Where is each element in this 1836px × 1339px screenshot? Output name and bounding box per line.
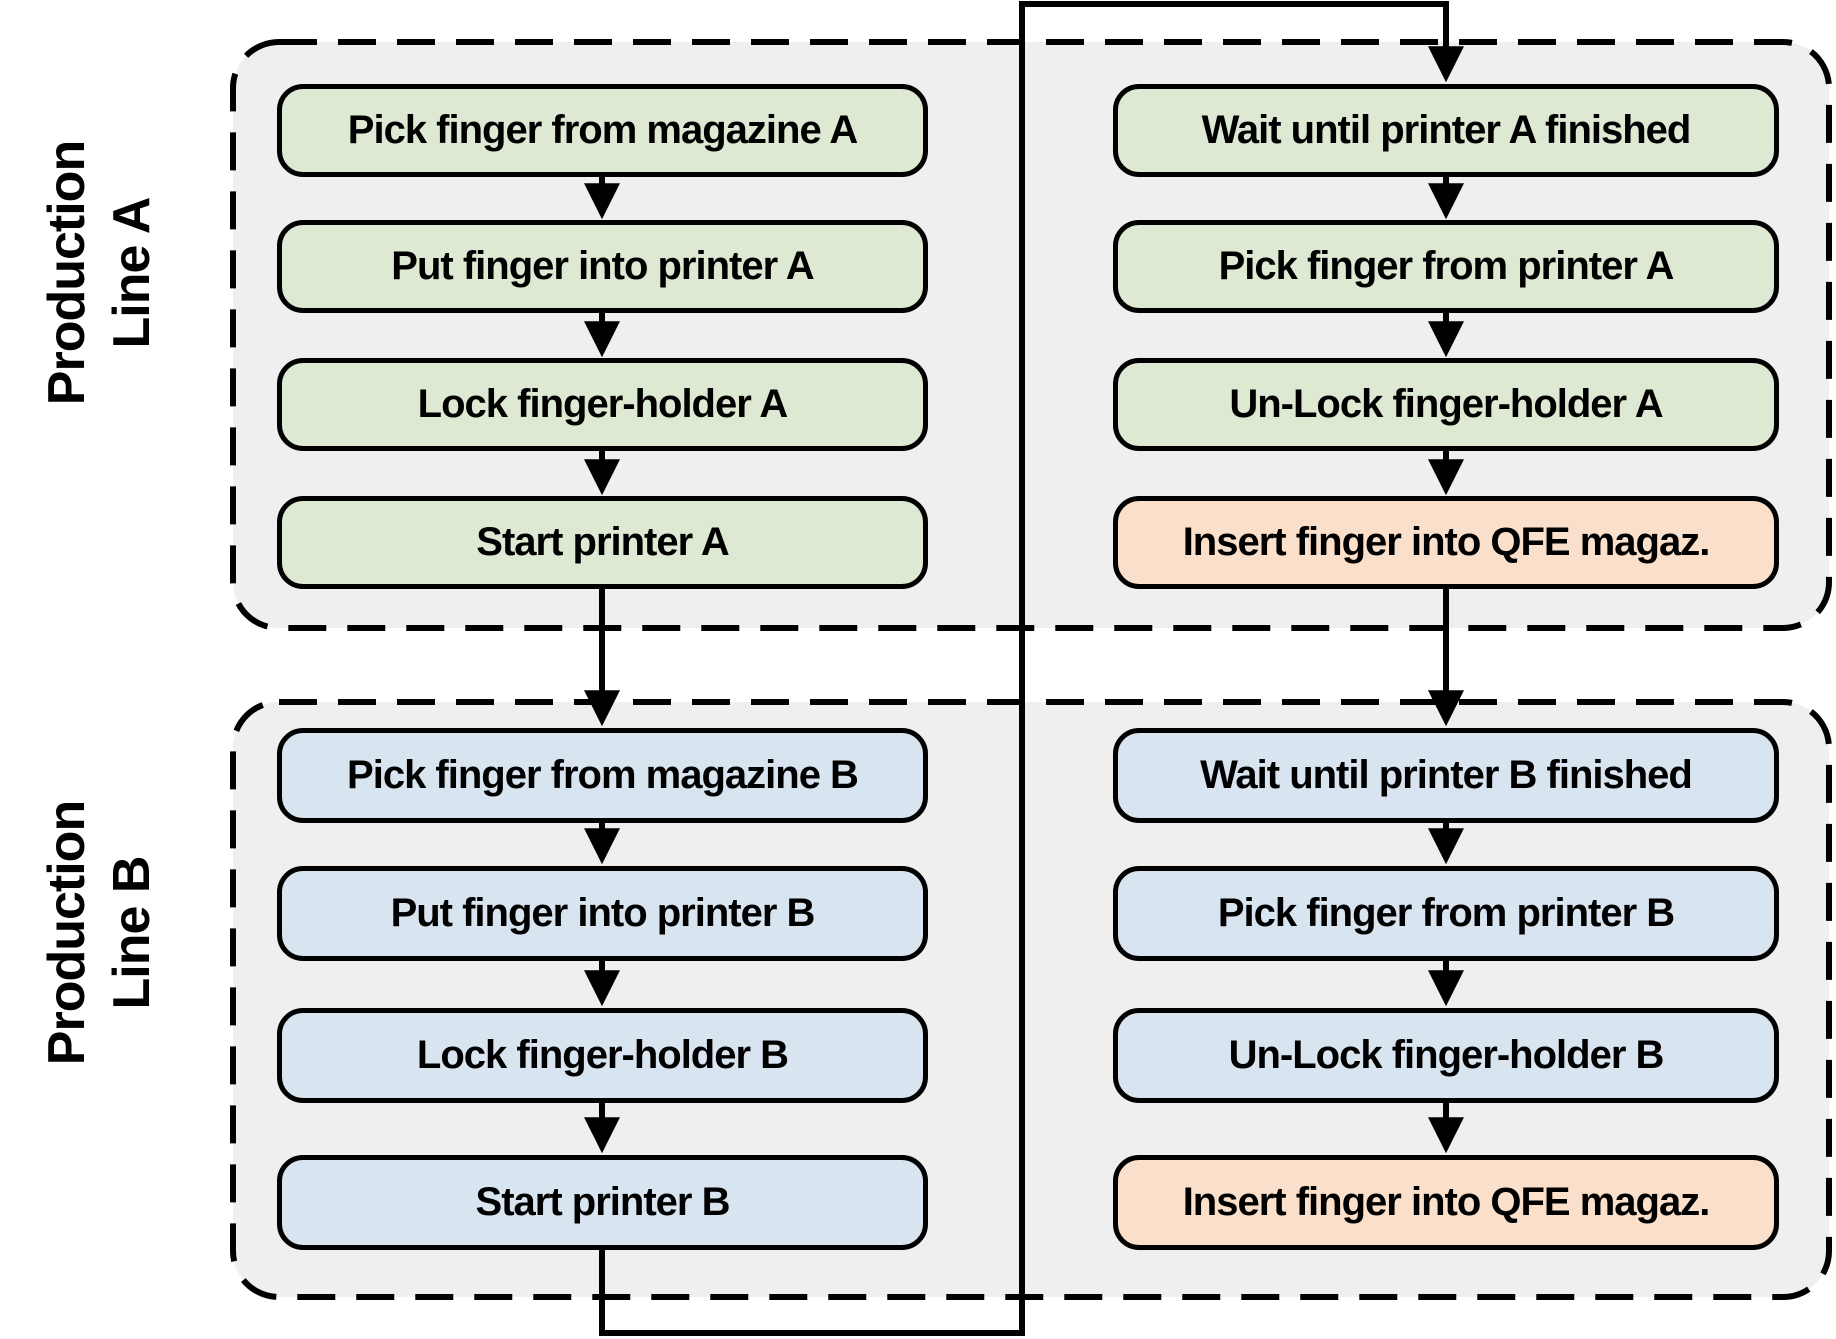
step-put-printer-a: Put finger into printer A xyxy=(277,220,928,313)
lane-b-label-line1: Production xyxy=(38,800,96,1066)
lane-a-label-line1: Production xyxy=(38,140,96,406)
lane-b-label-line2: Line B xyxy=(103,856,161,1010)
step-wait-printer-a: Wait until printer A finished xyxy=(1113,84,1779,177)
step-start-printer-b: Start printer B xyxy=(277,1155,928,1250)
step-unlock-holder-a: Un-Lock finger-holder A xyxy=(1113,358,1779,451)
step-start-printer-a: Start printer A xyxy=(277,496,928,589)
step-lock-holder-a: Lock finger-holder A xyxy=(277,358,928,451)
step-pick-magazine-a: Pick finger from magazine A xyxy=(277,84,928,177)
flow-arrows xyxy=(584,1,1464,1336)
step-insert-qfe-a: Insert finger into QFE magaz. xyxy=(1113,496,1779,589)
arrow-loop-start-b-to-wait-a xyxy=(599,1,1464,1336)
step-wait-printer-b: Wait until printer B finished xyxy=(1113,728,1779,823)
step-pick-magazine-b: Pick finger from magazine B xyxy=(277,728,928,823)
step-pick-printer-a: Pick finger from printer A xyxy=(1113,220,1779,313)
step-insert-qfe-b: Insert finger into QFE magaz. xyxy=(1113,1155,1779,1250)
step-unlock-holder-b: Un-Lock finger-holder B xyxy=(1113,1008,1779,1103)
step-put-printer-b: Put finger into printer B xyxy=(277,866,928,961)
step-lock-holder-b: Lock finger-holder B xyxy=(277,1008,928,1103)
lane-b-label: Production Line B xyxy=(25,703,175,1163)
lane-a-label-line2: Line A xyxy=(103,197,161,349)
step-pick-printer-b: Pick finger from printer B xyxy=(1113,866,1779,961)
lane-a-label: Production Line A xyxy=(25,43,175,503)
